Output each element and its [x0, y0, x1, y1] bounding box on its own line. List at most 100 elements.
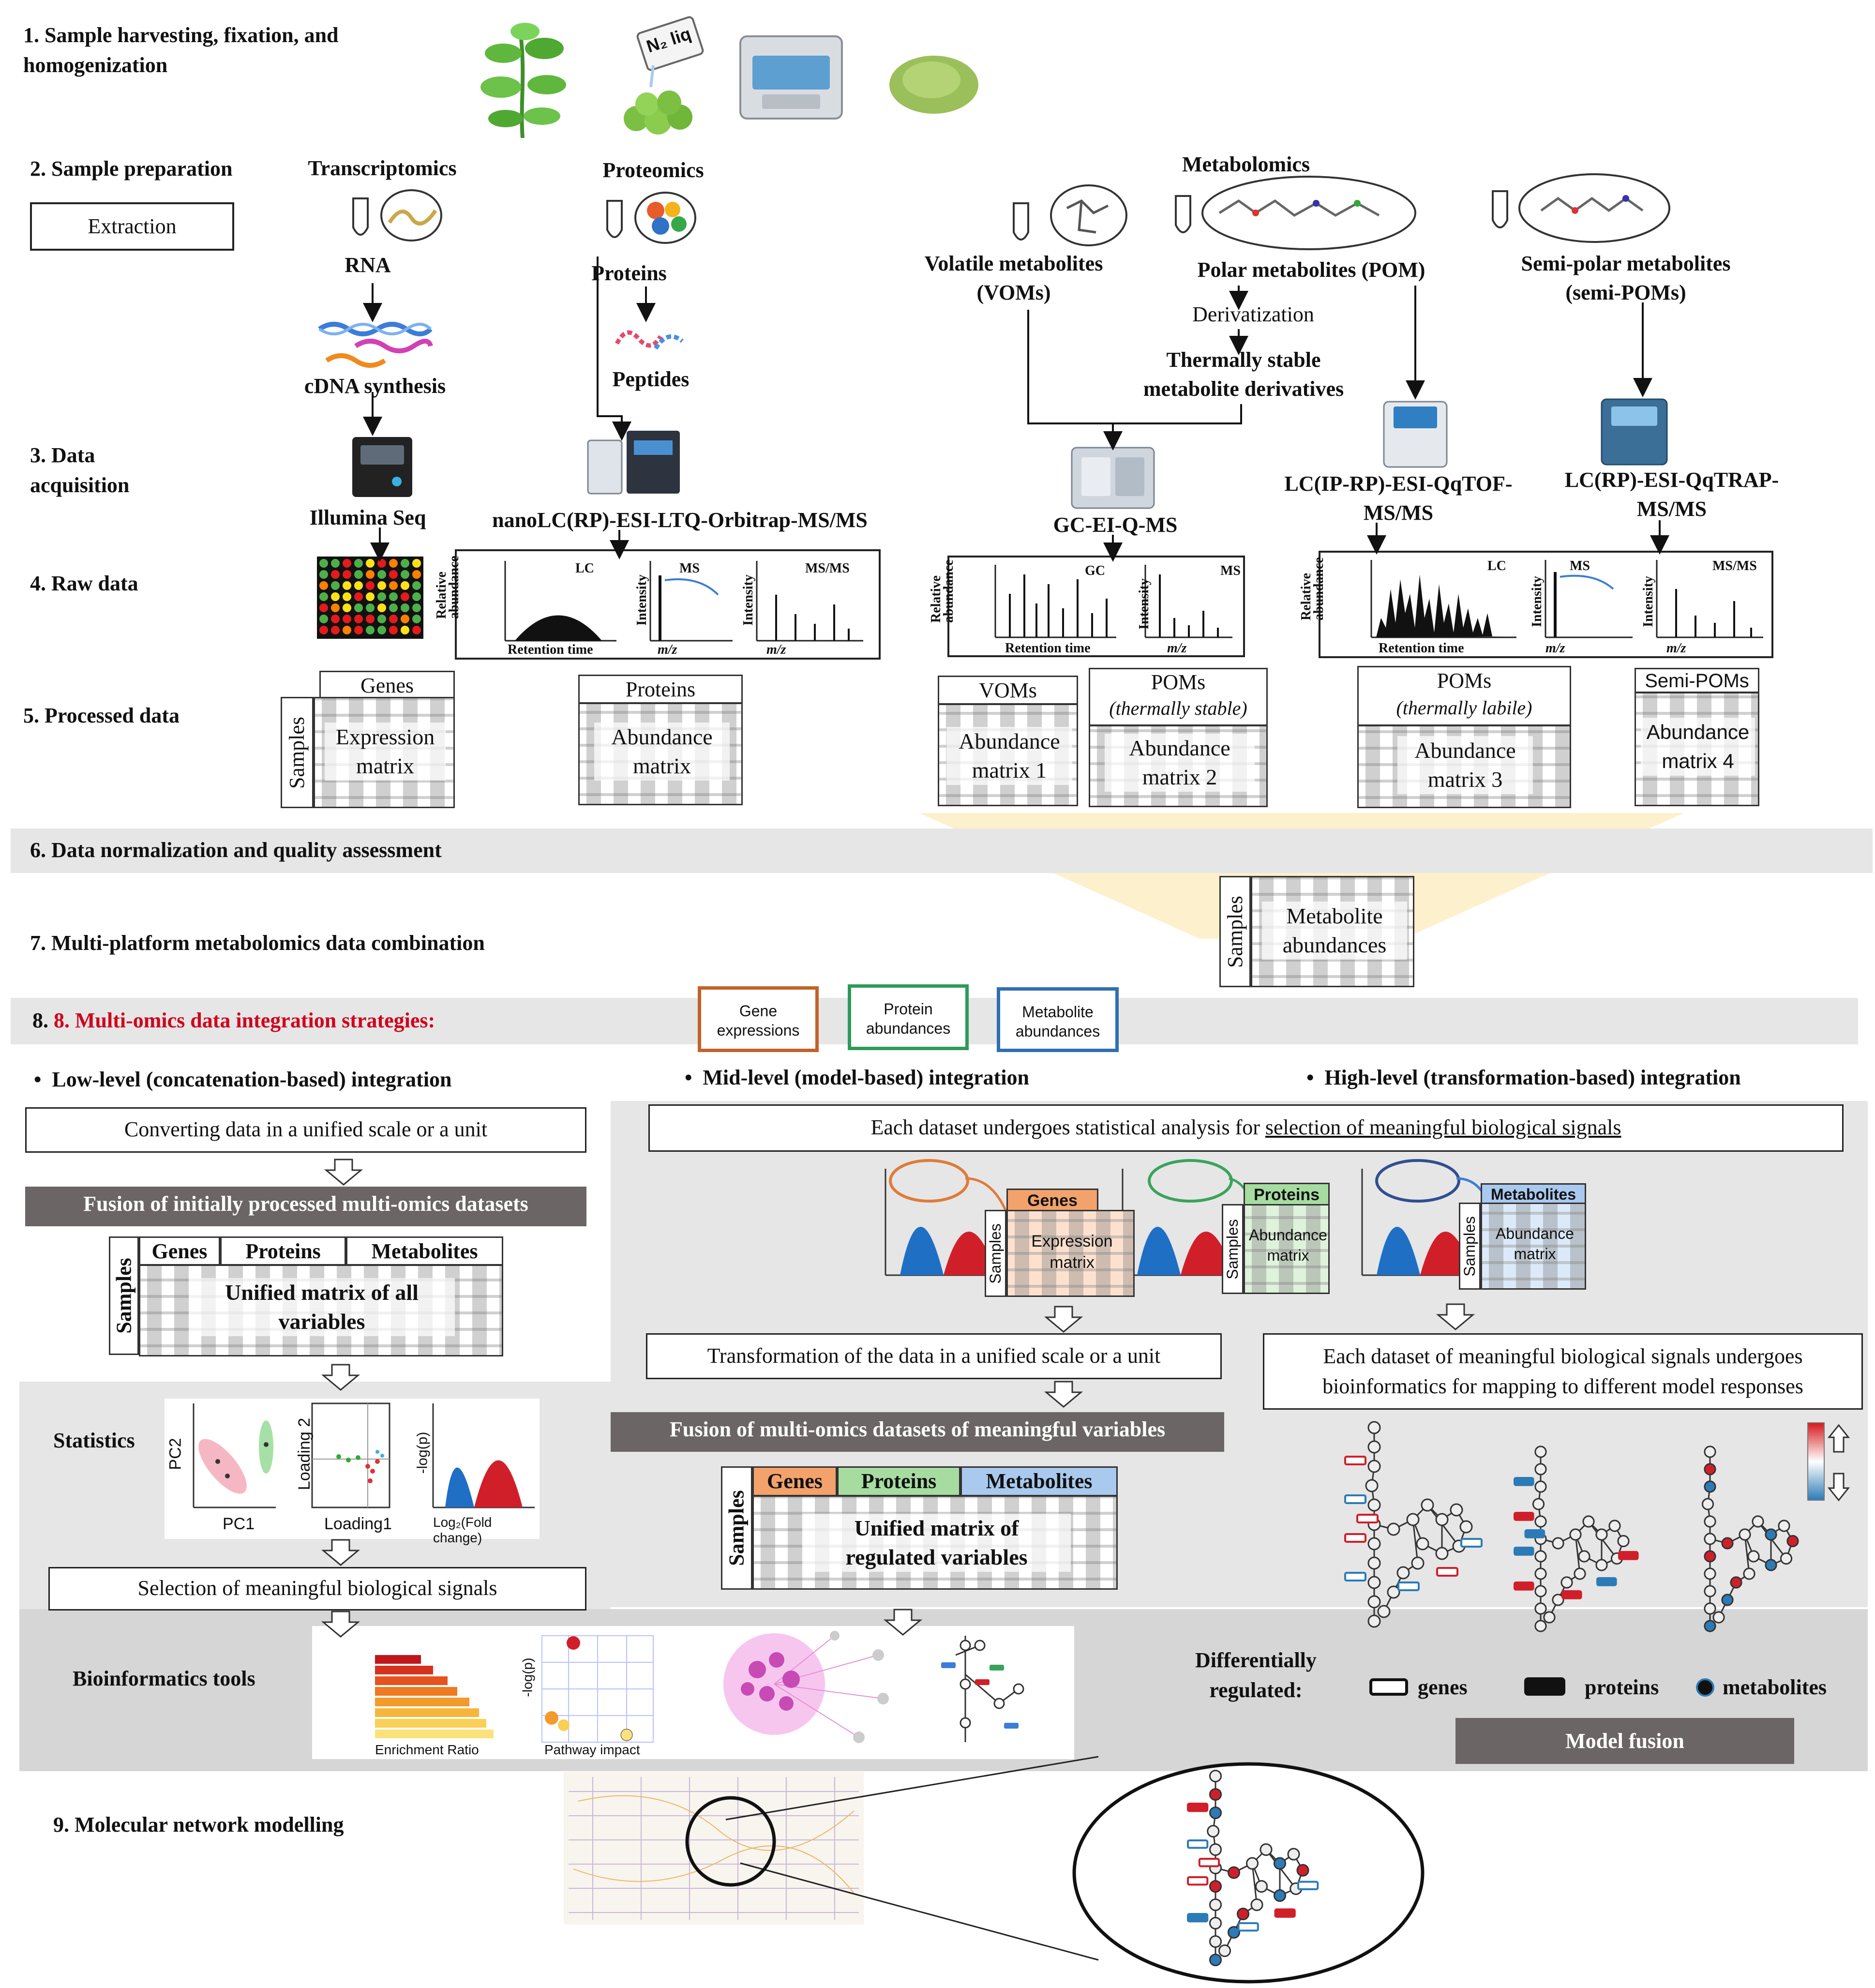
- microarray-spot: [401, 592, 409, 601]
- microarray-spot: [401, 559, 409, 568]
- mid-stat-prefix: Each dataset undergoes statistical analy…: [870, 1115, 1265, 1139]
- microarray-spot: [412, 581, 421, 590]
- mid-protein-label: Abundance matrix: [1245, 1225, 1331, 1265]
- low-col-proteins: Proteins: [220, 1236, 346, 1265]
- microarray-spot: [389, 615, 398, 623]
- microarray-spot: [343, 592, 351, 601]
- network-node: [1704, 1463, 1716, 1476]
- microarray-spot: [366, 592, 375, 601]
- network-node: [1450, 1503, 1463, 1517]
- mid-col-proteins: Proteins: [837, 1466, 960, 1496]
- extraction-box: Extraction: [30, 202, 234, 251]
- high-network-maps: [1344, 1421, 1799, 1632]
- combined-matrix-line2: abundances: [1282, 933, 1387, 957]
- step-2-title: 2. Sample preparation: [30, 157, 233, 181]
- network-node: [1704, 1480, 1716, 1493]
- step-4-title: 4. Raw data: [30, 572, 138, 595]
- network-node: [1435, 1547, 1449, 1560]
- low-unified-label: Unified matrix of all variables: [189, 1278, 455, 1336]
- network-edge: [1412, 1519, 1419, 1564]
- network-node: [1574, 1567, 1586, 1580]
- step-8-number: 8.: [32, 1009, 54, 1032]
- transcriptomics-title: Transcriptomics: [308, 156, 457, 180]
- microarray-spot: [331, 570, 340, 579]
- network-node: [1534, 1515, 1547, 1528]
- matrix-4-label: Abundance matrix 4: [1641, 718, 1755, 776]
- abundance-matrix-1: Abundance matrix 1: [938, 704, 1078, 806]
- proteomics-retention-label: Retention time: [508, 642, 593, 657]
- microarray-spot: [401, 570, 409, 579]
- network-node: [1250, 1898, 1263, 1912]
- network-node: [1595, 1528, 1608, 1541]
- network-node: [1227, 1926, 1241, 1939]
- network-node: [1704, 1620, 1716, 1632]
- illumina-label: Illumina Seq: [309, 506, 426, 529]
- microarray-spot: [389, 559, 398, 568]
- microarray-spot: [412, 559, 421, 568]
- poms-stable-header: POMs (thermally stable): [1089, 668, 1268, 726]
- matrix-4-line2: matrix 4: [1662, 750, 1734, 772]
- mid-bullet: •: [685, 1066, 703, 1089]
- network-node: [1218, 1944, 1231, 1958]
- expression-matrix: Expression matrix: [314, 697, 455, 808]
- microarray-spot: [412, 592, 421, 601]
- network-node: [1209, 1806, 1222, 1820]
- lc-retention-label: Retention time: [1379, 641, 1464, 656]
- gc-raw-spectra: Relative abundance GC MS Retention time …: [929, 556, 1245, 657]
- matrix-3-label: Abundance matrix 3: [1397, 736, 1533, 794]
- proteomics-title: Proteomics: [602, 158, 704, 182]
- microarray-spot: [377, 592, 386, 601]
- low-level-text: Low-level (concatenation-based) integrat…: [52, 1068, 452, 1091]
- network-node: [1765, 1528, 1777, 1541]
- low-bullet: •: [34, 1068, 52, 1091]
- microarray-spot: [343, 615, 351, 623]
- low-unified-line1: Unified matrix of all: [225, 1280, 419, 1305]
- high-level-title: • High-level (transformation-based) inte…: [1306, 1063, 1741, 1093]
- network-node: [1236, 1907, 1250, 1921]
- legend-proteins-label: proteins: [1585, 1675, 1659, 1699]
- microarray-spot: [354, 626, 363, 634]
- microarray-spot: [366, 603, 375, 612]
- derivatization-label: Derivatization: [1192, 302, 1314, 326]
- mid-metabolites-side: Samples: [1459, 1203, 1481, 1290]
- semipolar-sample-icon: [1492, 173, 1670, 243]
- regulated-marker: [1514, 1581, 1534, 1591]
- combined-matrix-line1: Metabolite: [1286, 904, 1383, 928]
- network-node: [1209, 1898, 1222, 1912]
- network-node: [1780, 1552, 1793, 1565]
- network-node: [1245, 1857, 1259, 1870]
- microarray-spot: [377, 570, 386, 579]
- microarray-spot: [412, 603, 421, 612]
- orbitrap-instrument-icon: [587, 431, 680, 495]
- peptides-label: Peptides: [612, 367, 690, 391]
- gc-spectra-plot: [994, 565, 1232, 638]
- microarray-spot: [319, 559, 328, 568]
- microarray-spot: [389, 581, 398, 590]
- microarray-spot: [389, 603, 398, 612]
- abundance-matrix-3: Abundance matrix 3: [1357, 725, 1571, 808]
- network-node: [1459, 1520, 1473, 1534]
- metabolic-map-lines: [569, 1777, 859, 1920]
- microarray-spot: [412, 626, 421, 634]
- qtrap-label: LC(RP)-ESI-QqTRAP- MS/MS: [1541, 466, 1802, 524]
- step-3-line2: acquisition: [30, 473, 130, 497]
- network-node: [1227, 1866, 1241, 1879]
- microarray-spot: [319, 603, 328, 612]
- microarray-spot: [331, 581, 340, 590]
- mid-metabolite-matrix: Abundance matrix: [1481, 1203, 1586, 1290]
- network-node: [1704, 1446, 1716, 1458]
- network-node: [1534, 1602, 1547, 1615]
- mid-unified-matrix: Unified matrix of regulated variables: [752, 1495, 1118, 1590]
- semi-pom-line1: Semi-polar metabolites: [1521, 252, 1731, 275]
- semi-pom-label: Semi-polar metabolites (semi-POMs): [1490, 249, 1761, 307]
- network-node: [1534, 1585, 1547, 1597]
- network-node: [1435, 1513, 1449, 1526]
- microarray-spot: [366, 626, 375, 634]
- network-node: [1209, 1916, 1222, 1930]
- network-node: [1207, 1824, 1220, 1838]
- network-node: [1273, 1889, 1287, 1902]
- network-node: [1209, 1880, 1222, 1893]
- loading1-label: Loading1: [324, 1515, 392, 1533]
- polar-sample-icon: [1175, 176, 1416, 250]
- qtof-line1: LC(IP-RP)-ESI-QqTOF-: [1284, 472, 1513, 496]
